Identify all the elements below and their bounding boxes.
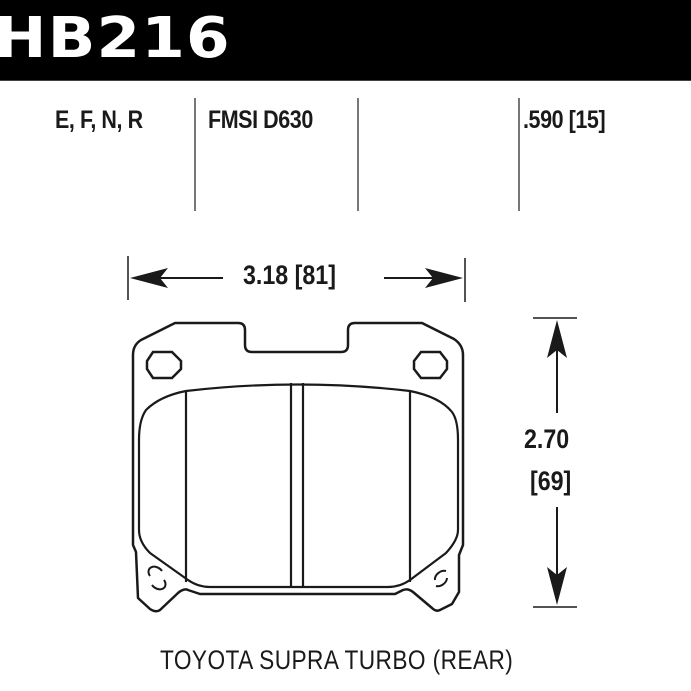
height-dimension-label-mm: [69] bbox=[530, 466, 572, 496]
height-dimension-line bbox=[533, 317, 577, 608]
backing-plate-outline bbox=[131, 321, 465, 613]
thickness-spec: .590 [15] bbox=[523, 106, 606, 134]
mounting-hole-left bbox=[145, 350, 183, 380]
divider bbox=[518, 98, 520, 211]
bottom-hole-left bbox=[147, 565, 167, 591]
friction-pad-outline bbox=[137, 383, 460, 589]
vehicle-application-caption: TOYOTA SUPRA TURBO (REAR) bbox=[160, 645, 514, 675]
width-dimension-line bbox=[127, 256, 466, 302]
bottom-hole-right bbox=[433, 569, 448, 588]
height-dimension-label-in: 2.70 bbox=[524, 424, 570, 454]
header-bar: HB216 bbox=[0, 0, 691, 81]
divider bbox=[357, 98, 359, 211]
mounting-hole-right bbox=[412, 350, 449, 380]
width-dimension-label: 3.18 [81] bbox=[243, 260, 336, 290]
part-number: HB216 bbox=[0, 6, 231, 71]
fmsi-number: FMSI D630 bbox=[208, 106, 313, 134]
divider bbox=[194, 98, 196, 211]
compound-codes: E, F, N, R bbox=[55, 106, 143, 134]
